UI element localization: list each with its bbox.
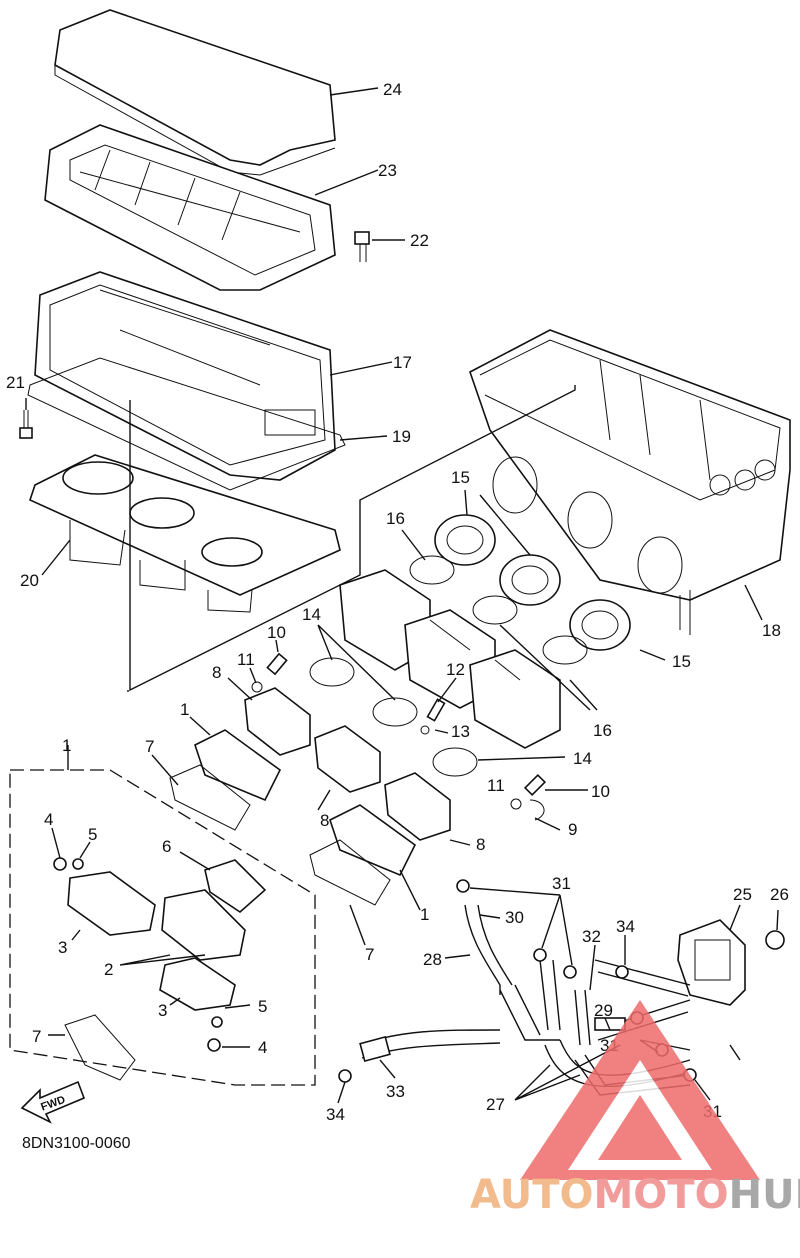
callout-34a: 34 [616, 917, 635, 936]
intake-boots-part [434, 514, 631, 651]
callout-3a: 3 [58, 938, 67, 957]
callout-10a: 10 [267, 623, 286, 642]
screw-21-part [19, 410, 33, 439]
fwd-arrow: FWD [20, 1080, 86, 1124]
callout-34b: 34 [326, 1105, 345, 1124]
callout-7c: 7 [32, 1027, 41, 1046]
callout-8c: 8 [476, 835, 485, 854]
watermark-hub: HUB [729, 1172, 800, 1218]
callout-16b: 16 [593, 721, 612, 740]
carb-joints-part [244, 687, 451, 841]
callout-2: 2 [104, 960, 113, 979]
callout-33: 33 [386, 1082, 405, 1101]
assembly-outline [129, 385, 576, 692]
callout-9: 9 [568, 820, 577, 839]
callout-1b: 1 [62, 736, 71, 755]
callout-14b: 14 [573, 749, 592, 768]
reed-valves-part [169, 729, 417, 906]
callout-11b: 11 [487, 776, 505, 795]
callout-6: 6 [162, 837, 171, 856]
callout-23: 23 [378, 161, 397, 180]
carburetor-assembly-part [339, 569, 561, 749]
callout-1a: 1 [180, 700, 189, 719]
callout-7a: 7 [145, 737, 154, 756]
callout-15a: 15 [451, 468, 470, 487]
callout-26: 26 [770, 885, 789, 904]
intake-joint-plate-part [29, 454, 341, 613]
callout-24: 24 [383, 80, 402, 99]
watermark-moto: MOTO [594, 1172, 729, 1218]
callout-27: 27 [486, 1095, 505, 1114]
callout-21: 21 [6, 373, 25, 392]
callout-30: 30 [505, 908, 524, 927]
callout-22: 22 [410, 231, 429, 250]
fasteners-part [251, 652, 547, 821]
callout-5a: 5 [88, 825, 97, 844]
callout-10b: 10 [591, 782, 610, 801]
reed-kit-parts [53, 857, 267, 1081]
callout-1c: 1 [420, 905, 429, 924]
callout-17: 17 [393, 353, 412, 372]
reed-kit-group-box [9, 769, 316, 1086]
callout-12: 12 [446, 660, 465, 679]
callout-19: 19 [392, 427, 411, 446]
watermark-logo: AUTOMOTOHUB [470, 1000, 800, 1218]
watermark-auto: AUTO [470, 1172, 594, 1218]
callout-11a: 11 [237, 650, 255, 669]
callout-31a: 31 [552, 874, 571, 893]
air-filter-frame-part [44, 124, 336, 291]
svg-text:AUTOMOTOHUB: AUTOMOTOHUB [470, 1172, 800, 1218]
callout-8a: 8 [212, 663, 221, 682]
callout-29: 29 [594, 1001, 613, 1020]
callout-15b: 15 [672, 652, 691, 671]
airbox-housing-part [469, 329, 791, 635]
callout-32: 32 [582, 927, 601, 946]
callout-7b: 7 [365, 945, 374, 964]
airbox-lower-part [34, 271, 336, 481]
callout-14a: 14 [302, 605, 321, 624]
bolt-22-part [354, 231, 370, 262]
callout-labels: 24 23 22 17 21 19 20 18 15 15 16 16 14 1… [6, 80, 789, 1124]
callout-25: 25 [733, 885, 752, 904]
callout-20: 20 [20, 571, 39, 590]
diagram-code: 8DN3100-0060 [22, 1135, 131, 1152]
callout-16a: 16 [386, 509, 405, 528]
callout-13: 13 [451, 722, 470, 741]
callout-4a: 4 [44, 810, 53, 829]
callout-18: 18 [762, 621, 781, 640]
callout-8b: 8 [320, 811, 329, 830]
clamps-14-part [309, 657, 478, 777]
fuel-pump-part [677, 919, 785, 1006]
callout-3b: 3 [158, 1001, 167, 1020]
callout-4b: 4 [258, 1038, 267, 1057]
callout-28: 28 [423, 950, 442, 969]
callout-5b: 5 [258, 997, 267, 1016]
gasket-19-part [27, 357, 346, 491]
clamps-16-part [409, 555, 588, 665]
leader-lines [25, 87, 779, 1104]
